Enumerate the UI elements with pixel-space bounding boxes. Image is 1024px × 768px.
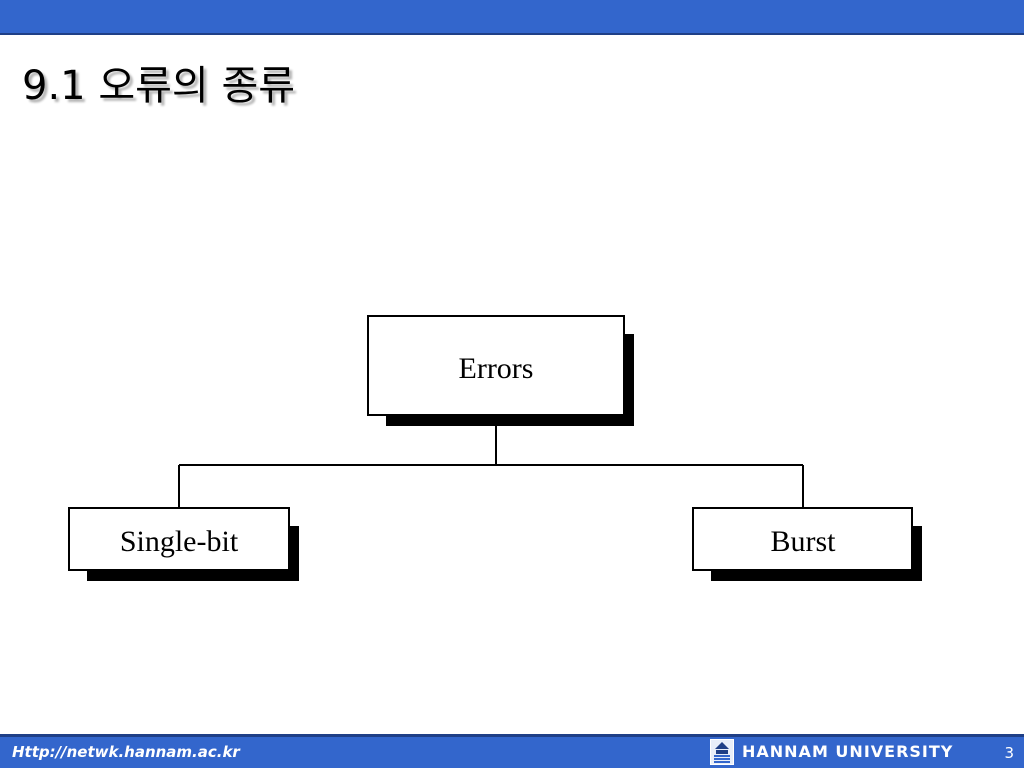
top-bar [0,0,1024,35]
node-burst-box [692,507,913,571]
slide-title: 9.1 오류의 종류 [22,63,296,109]
university-logo-icon [710,739,734,765]
node-single-bit-label: Single-bit [120,525,239,558]
node-burst: Burst [692,507,922,581]
footer-brand: HANNAM UNIVERSITY [742,742,954,761]
page-number: 3 [1004,744,1014,762]
node-errors: Errors [367,315,634,426]
node-burst-label: Burst [770,525,836,558]
bottom-bar: Http://netwk.hannam.ac.kr HANNAM UNIVERS… [0,734,1024,768]
footer-url[interactable]: Http://netwk.hannam.ac.kr [12,743,240,761]
node-errors-label: Errors [459,352,534,385]
node-single-bit-box [68,507,290,571]
node-single-bit: Single-bit [68,507,299,581]
node-errors-box [367,315,625,416]
